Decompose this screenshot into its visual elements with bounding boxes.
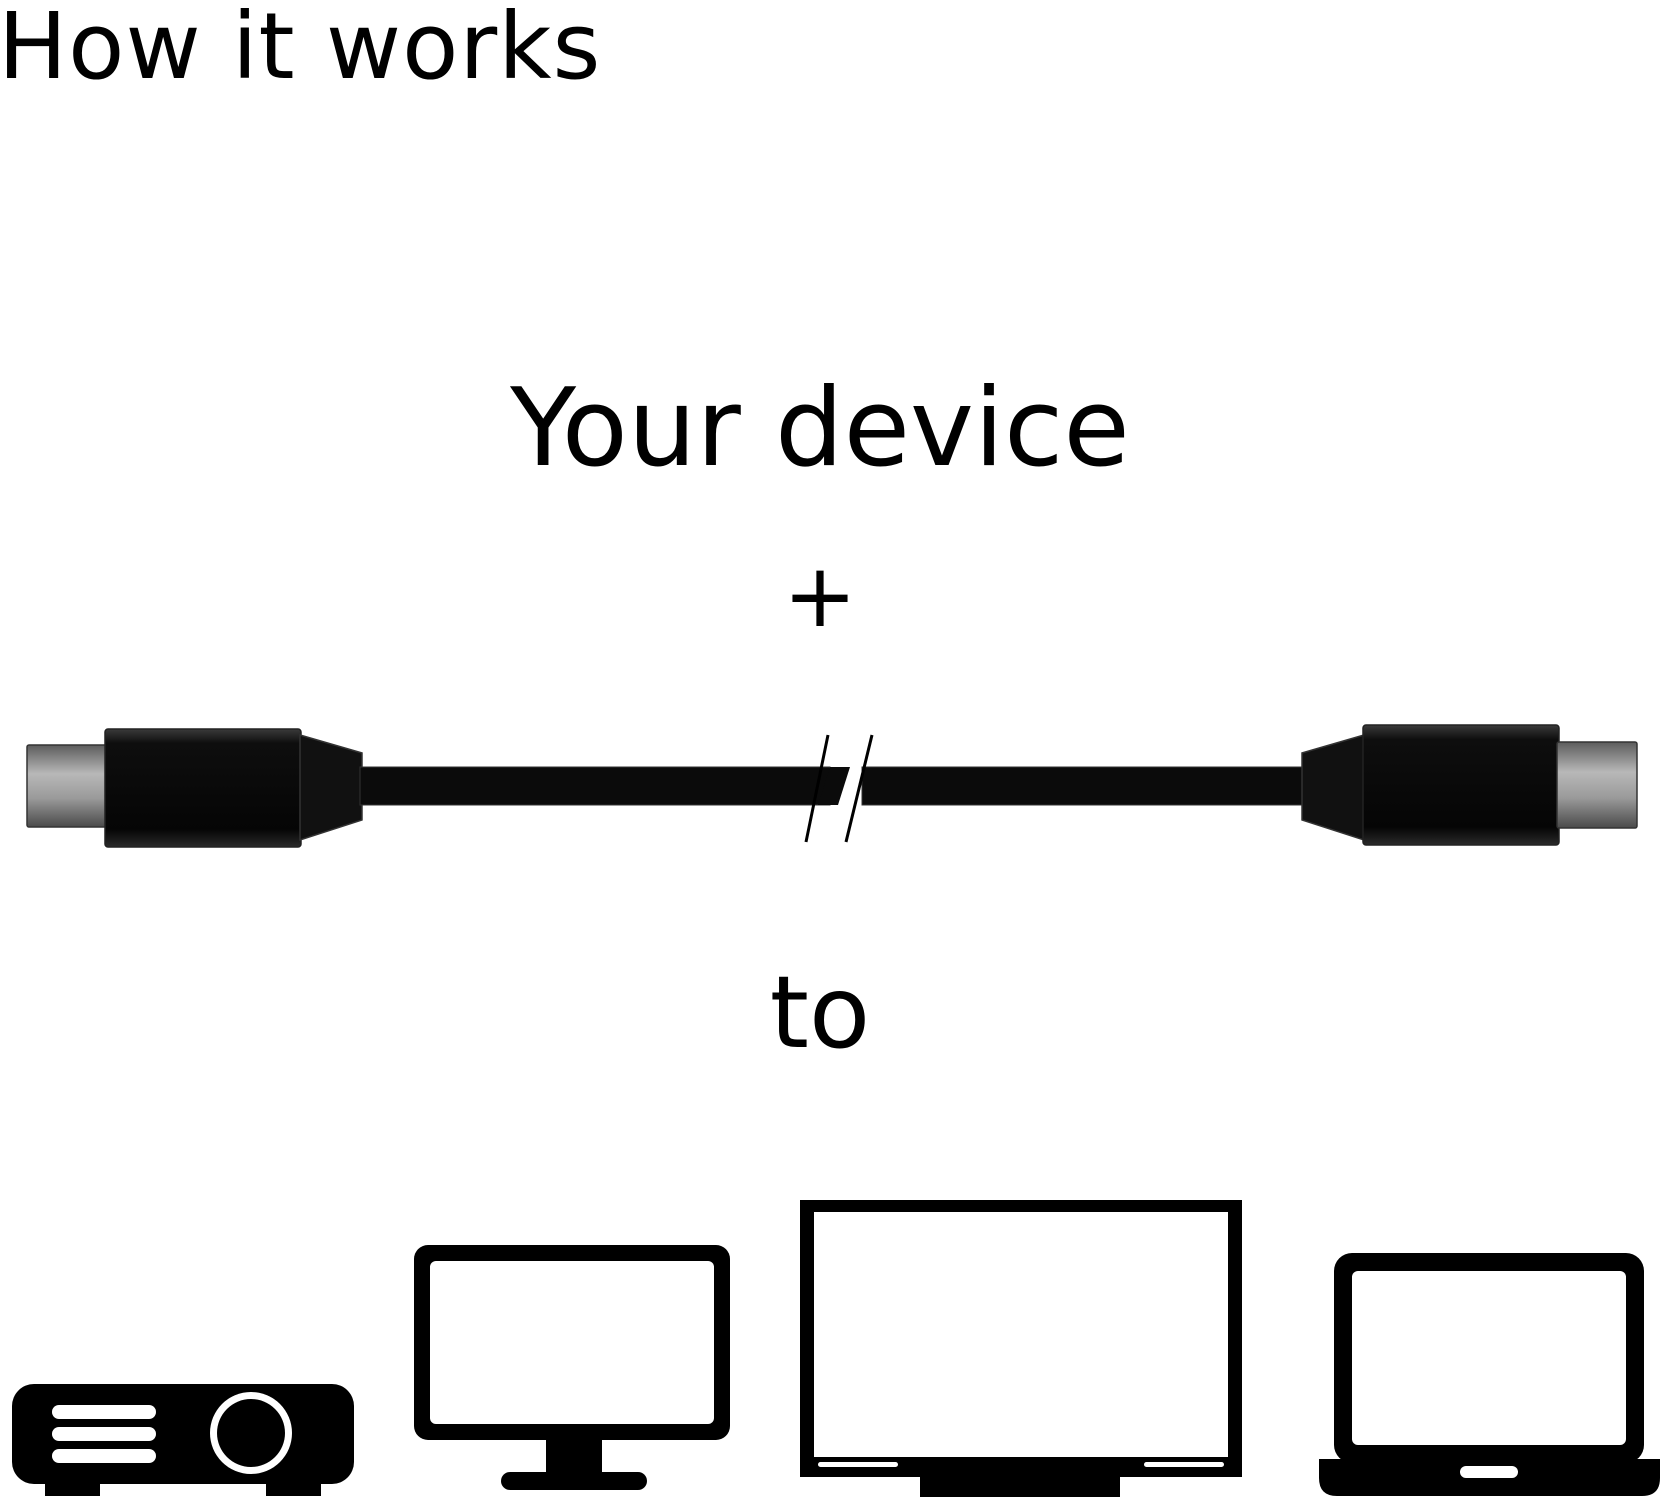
laptop-icon [1319,1253,1660,1496]
target-devices [12,1200,1660,1497]
usb-c-cable-icon [26,724,1638,848]
tv-icon [800,1200,1242,1497]
monitor-icon [414,1245,730,1490]
device-label: Your device [510,366,1130,491]
cable-break-icon [804,734,874,843]
projector-icon [12,1384,354,1496]
plus-label: + [783,544,857,647]
to-label: to [769,954,871,1071]
left-connector-icon [26,728,363,848]
right-connector-icon [1301,724,1638,846]
page-title: How it works [0,0,602,100]
